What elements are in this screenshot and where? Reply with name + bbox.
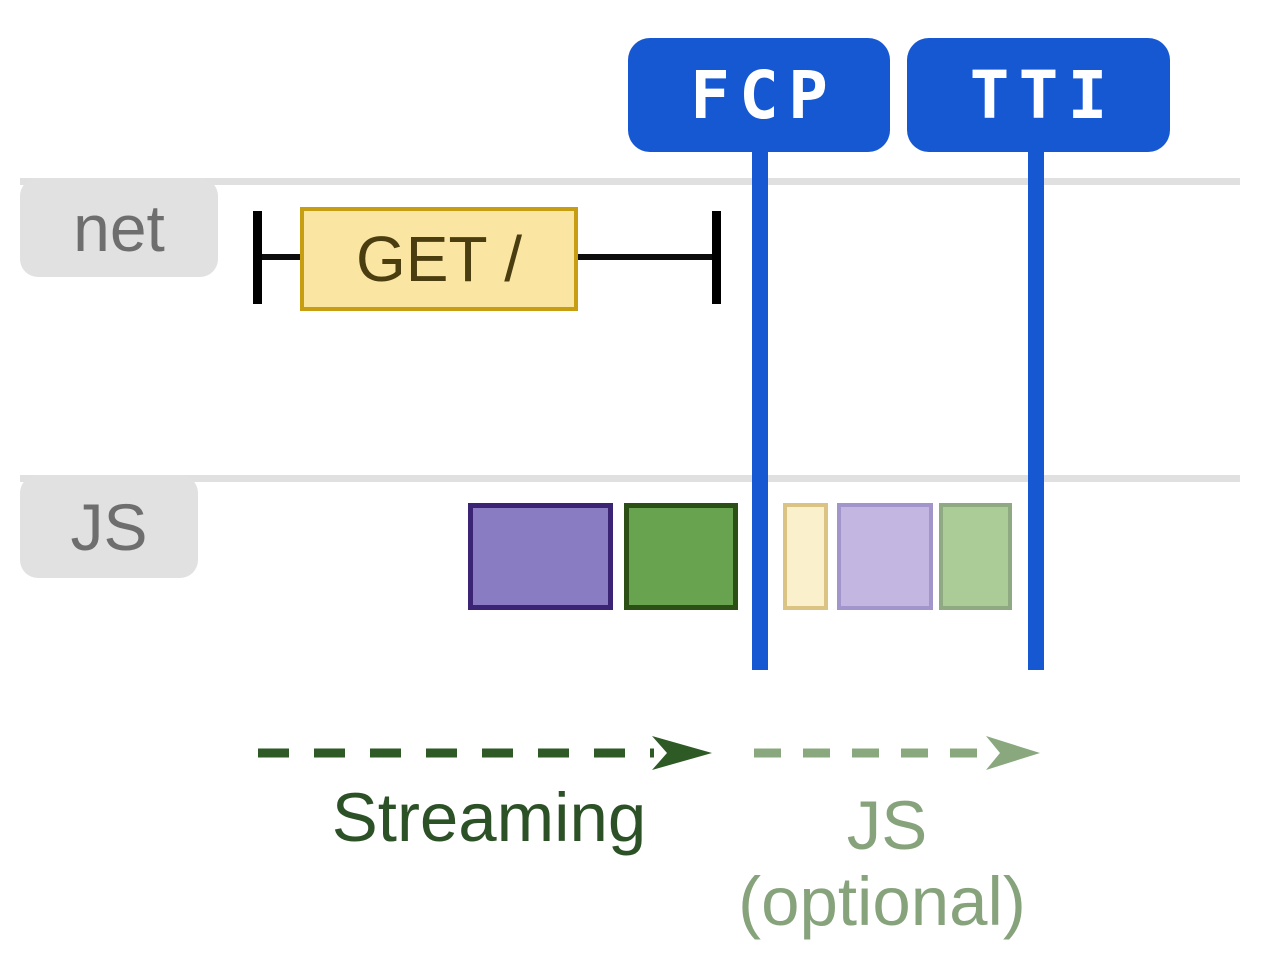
faded-purple-task-block [837, 503, 933, 610]
net-track-label: net [20, 178, 218, 277]
fcp-marker-line [752, 148, 768, 670]
js-phase-label: JS [846, 787, 928, 864]
js-optional-arrowhead-icon [986, 736, 1040, 770]
faded-green-task-block [939, 503, 1012, 610]
js-phase-sublabel: (optional) [738, 863, 1026, 940]
solid-green-task-block [624, 503, 738, 610]
js-track-label-text: JS [70, 489, 148, 564]
get-request-box: GET / [300, 207, 578, 311]
tti-marker-line [1028, 148, 1044, 670]
net-track-line [20, 178, 1240, 185]
streaming-phase-label: Streaming [331, 779, 647, 856]
streaming-arrow [258, 736, 712, 770]
net-track-label-text: net [73, 190, 165, 265]
solid-purple-task-block [468, 503, 613, 610]
fcp-badge: FCP [628, 38, 890, 152]
js-track-line [20, 475, 1240, 482]
request-end-tick [712, 211, 721, 304]
faded-yellow-task-block [783, 503, 828, 610]
streaming-arrowhead-icon [652, 736, 712, 770]
request-start-tick [253, 211, 262, 304]
tti-badge: TTI [907, 38, 1170, 152]
js-optional-arrow [754, 736, 1040, 770]
js-track-label: JS [20, 475, 198, 578]
